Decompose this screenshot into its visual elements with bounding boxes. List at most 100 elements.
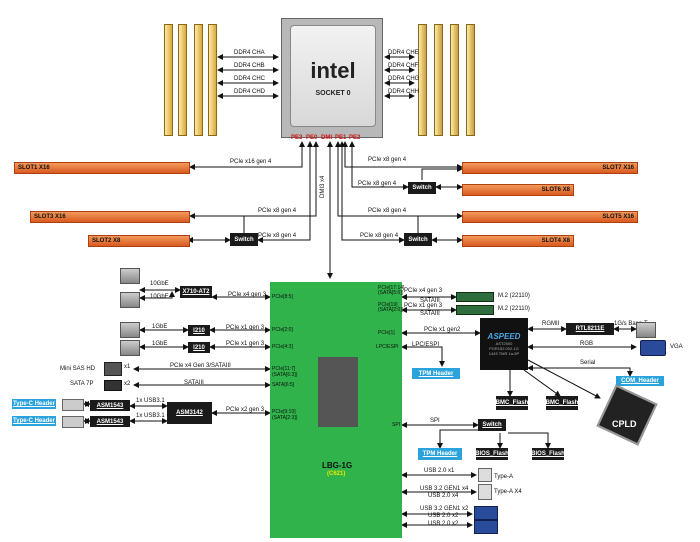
label-usb31-a: 1x USB3.1 (136, 398, 165, 404)
pcie-slot5: SLOT5 X16 (462, 211, 638, 223)
bios-flash-a-label: BIOS_Flash (475, 451, 509, 457)
tpm-header-b: TPM Header (418, 448, 462, 460)
chip-x710-label: X710-AT2 (182, 289, 210, 295)
dimm-slot-e (418, 24, 427, 136)
ddr-label-chg: DDR4 CHG (388, 76, 420, 82)
label-usb20-4: USB 2.0 x4 (428, 493, 459, 499)
cpu-socket-label: SOCKET 0 (315, 90, 351, 97)
slot3-label: SLOT3 X16 (34, 214, 66, 220)
slot4-label: SLOT4 X8 (541, 238, 570, 244)
dimm-slot-c (208, 24, 217, 136)
label-spi: SPI (430, 418, 440, 424)
m2-card-a-icon (456, 292, 494, 302)
usb-header-b-icon (474, 520, 498, 534)
label-m2a-sata: SATAIII (420, 298, 440, 304)
pcie-slot7: SLOT7 X16 (462, 162, 638, 174)
dimm-slot-g (450, 24, 459, 136)
label-usb31-b: 1x USB3.1 (136, 413, 165, 419)
sata-connector-icon (104, 380, 122, 391)
pch-port-p4: PCIe[2:0] (272, 327, 293, 333)
pch-port-p8: PCIe[9:10] (272, 409, 296, 415)
chip-rtl8211e: RTL8211E (566, 323, 614, 335)
label-rgmii: RGMII (542, 321, 560, 327)
chip-asm3142-label: ASM3142 (176, 410, 203, 416)
pcie-switch-2: Switch (230, 233, 258, 246)
label-m2b-sata: SATAIII (420, 311, 440, 317)
typec-connector-b-icon (62, 416, 84, 428)
chip-bios-flash-a: BIOS_Flash (475, 448, 509, 460)
rj45-10gbe-b-icon (120, 292, 140, 308)
chip-i210-b-label: I210 (193, 344, 205, 351)
com-header: COM_Header (616, 376, 664, 386)
slot2-label: SLOT2 X8 (92, 238, 121, 244)
label-pcie8-sw3: PCIe x8 gen 4 (360, 233, 399, 239)
minisas-connector-icon (104, 362, 122, 376)
label-pcie8-sw1: PCIe x8 gen 4 (358, 181, 397, 187)
port-1gbe-b: 1GbE (152, 341, 168, 347)
pch-model: (C621) (327, 471, 346, 477)
pch-port-p2: PCIe[17:14] (SATA[5:0]) (378, 285, 405, 296)
pch-port-p3: PCIe[19] (SATA[2:0]) (378, 302, 404, 313)
cpld-label: CPLD (612, 419, 637, 429)
chip-aspeed-bmc: ASPEED AST2500 PGR152.002-1G 1445 TMR 1a… (480, 318, 528, 370)
pch-die (318, 357, 358, 427)
label-sas-link: PCIe x4 Gen 3/SATAIII (170, 363, 231, 369)
typec-header-a: Type-C Header (12, 399, 56, 409)
typec-header-b: Type-C Header (12, 416, 56, 426)
label-pcie8-sw2: PCIe x8 gen 4 (258, 233, 297, 239)
label-usb32-2: USB 3.2 GEN1 x2 (420, 506, 469, 512)
label-rgb: RGB (580, 341, 594, 347)
dimm-slot-h (466, 24, 475, 136)
pcie-slot3: SLOT3 X16 (30, 211, 190, 223)
chip-bios-flash-b: BIOS_Flash (531, 448, 565, 460)
slot6-label: SLOT6 X8 (541, 187, 570, 193)
port-1gbe-a: 1GbE (152, 324, 168, 330)
rj45-1gbe-b-icon (120, 340, 140, 356)
chip-rtl-label: RTL8211E (575, 326, 605, 332)
chip-asm1543-b: ASM1543 (90, 416, 130, 427)
vga-connector-icon (640, 340, 666, 356)
label-lpc-link: LPC/ESPI (412, 342, 440, 348)
label-i210-a-link: PCIe x1 gen 3 (226, 325, 265, 331)
pch-name: LBG-1G (322, 461, 353, 470)
chip-bmc-flash-a: BMC_Flash (496, 396, 528, 410)
chip-asm1543-b-label: ASM1543 (96, 418, 124, 425)
port-m2-a: M.2 (22110) (498, 293, 530, 299)
label-pcie8-slot7: PCIe x8 gen 4 (368, 157, 407, 163)
label-pcie16-slot1: PCIe x16 gen 4 (230, 159, 272, 165)
cpu-port-pe3: PE3 (291, 135, 303, 141)
slot5-label: SLOT5 X16 (602, 214, 634, 220)
pcie-slot1: SLOT1 X16 (14, 162, 190, 174)
aspeed-part-3: 1445 TMR 1a-5P (488, 351, 520, 356)
pch-port-p1: PCIe[8:5] (272, 294, 293, 300)
label-m2a-link: PCIe x4 gen 3 (404, 288, 443, 294)
pcie-slot6: SLOT6 X8 (462, 184, 574, 196)
aspeed-part-2: PGR152.002-1G (489, 346, 519, 351)
dimm-slot-b (194, 24, 203, 136)
port-10gbe-a: 10GbE (150, 281, 169, 287)
usb-header-a-icon (474, 506, 498, 520)
intel-logo: intel (310, 58, 356, 83)
port-m2-b: M.2 (22110) (498, 306, 530, 312)
pch-port-p7: SATA[6:5] (272, 382, 295, 388)
chip-asm1543-a: ASM1543 (90, 400, 130, 411)
cpu-port-dmi: DMI (321, 135, 332, 141)
label-usb32-4: USB 3.2 GEN1 x4 (420, 486, 469, 492)
chip-i210-b: I210 (188, 342, 210, 353)
ddr-label-che: DDR4 CHE (388, 50, 419, 56)
label-aspeed-link: PCIe x1 gen2 (424, 327, 461, 333)
label-usb20-2b: USB 2.0 x2 (428, 521, 459, 527)
chip-asm3142: ASM3142 (167, 402, 212, 424)
chip-bmc-flash-b: BMC_Flash (546, 396, 578, 410)
pch-port-p8b: (SATA[2:3]) (272, 415, 298, 421)
aspeed-part: AST2500 (495, 341, 513, 346)
port-10gbe-b: 10GbE (150, 294, 169, 300)
cpu-heatspreader: intel SOCKET 0 (290, 25, 376, 127)
pcie-slot4: SLOT4 X8 (462, 235, 574, 247)
cpu-port-pe0: PE0 (306, 135, 318, 141)
pch-port-p6b: (SATA[6:3]) (272, 372, 298, 378)
pch-port-p9: PCIe[1] (378, 330, 395, 336)
port-typea-x4: Type-A X4 (494, 489, 522, 495)
dimm-slot-a (178, 24, 187, 136)
